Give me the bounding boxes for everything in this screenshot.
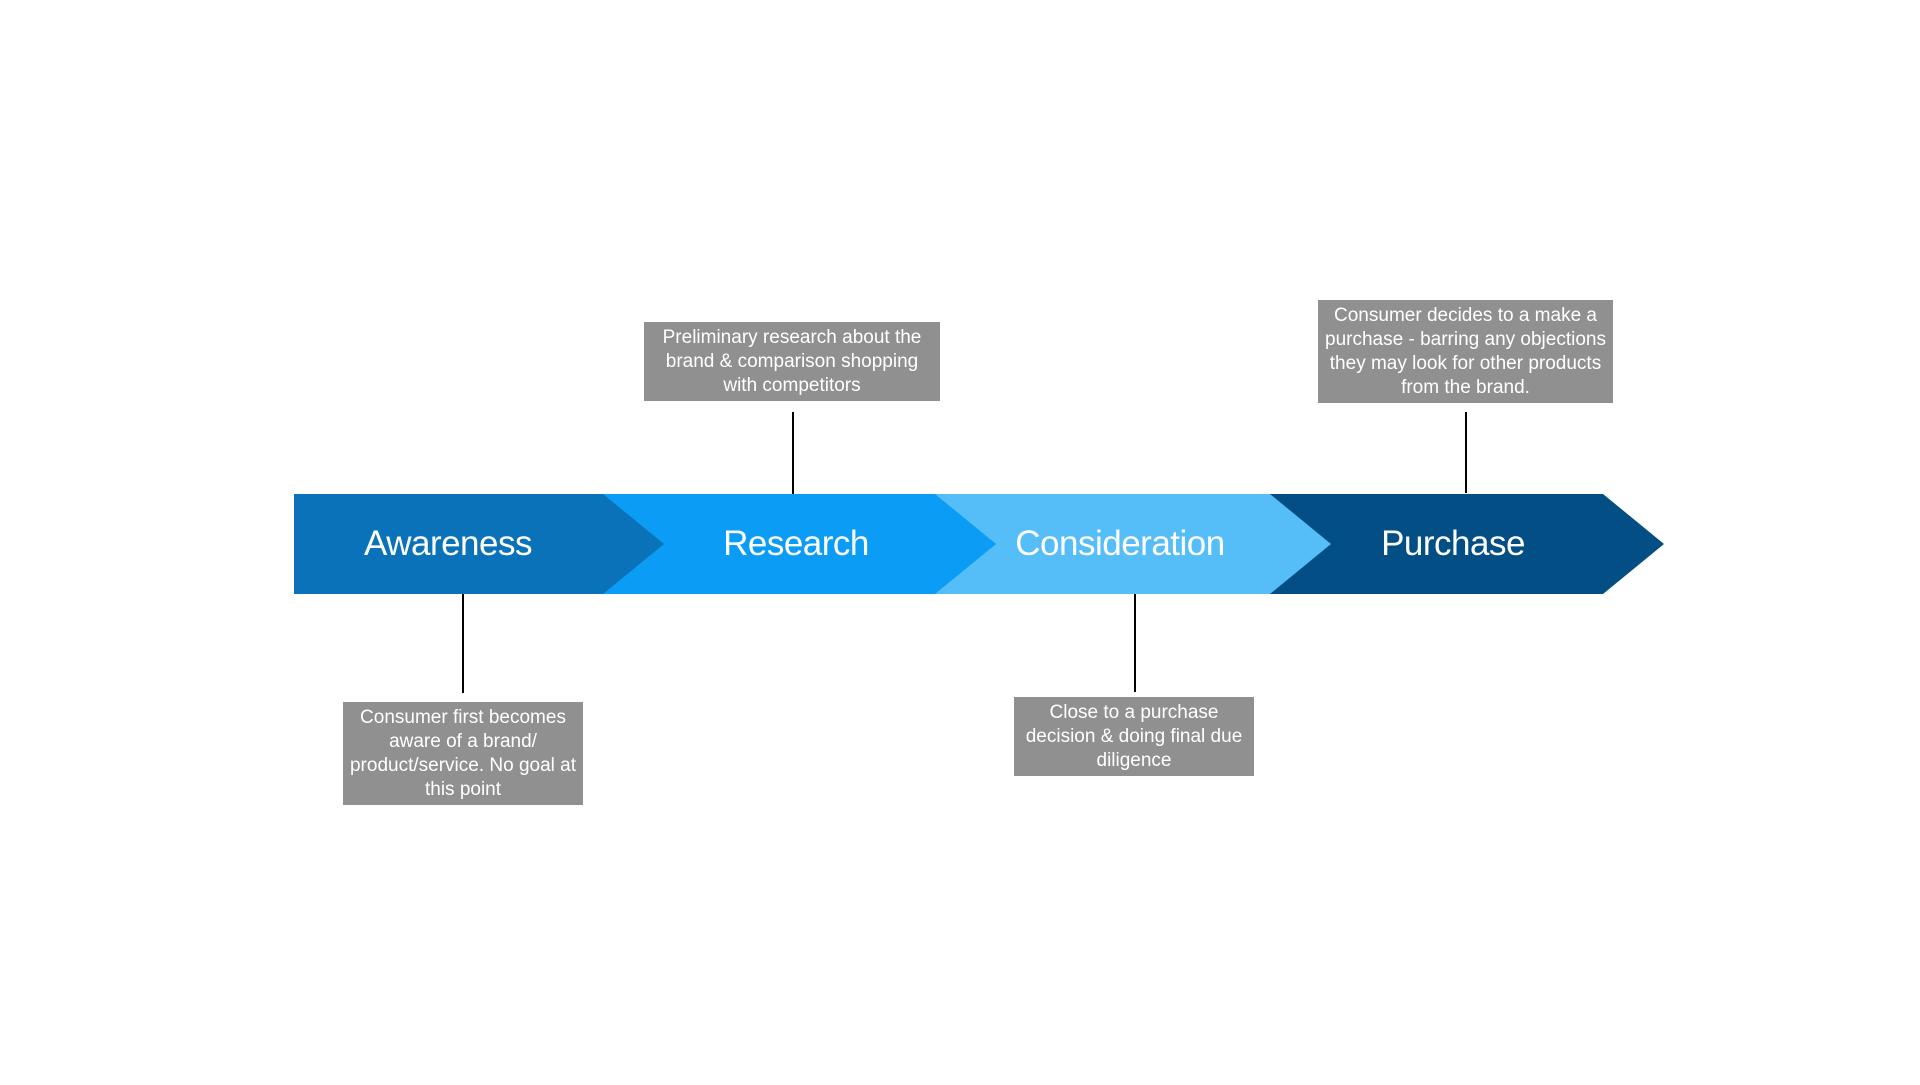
- stage-label-purchase: Purchase: [1381, 524, 1525, 563]
- stage-label-research: Research: [723, 524, 869, 563]
- callout-consideration: Close to a purchase decision & doing fin…: [1014, 697, 1254, 776]
- stage-arrow-purchase: [1270, 494, 1664, 594]
- stage-arrow-awareness: [294, 494, 664, 594]
- stage-arrow-research: [603, 494, 996, 594]
- stage-label-consideration: Consideration: [1015, 524, 1225, 563]
- callout-purchase: Consumer decides to a make a purchase - …: [1318, 300, 1613, 403]
- callout-awareness: Consumer first becomes aware of a brand/…: [343, 702, 583, 805]
- stage-label-awareness: Awareness: [363, 524, 533, 563]
- stage-arrow-consideration: [935, 494, 1331, 594]
- callout-research: Preliminary research about the brand & c…: [644, 322, 940, 401]
